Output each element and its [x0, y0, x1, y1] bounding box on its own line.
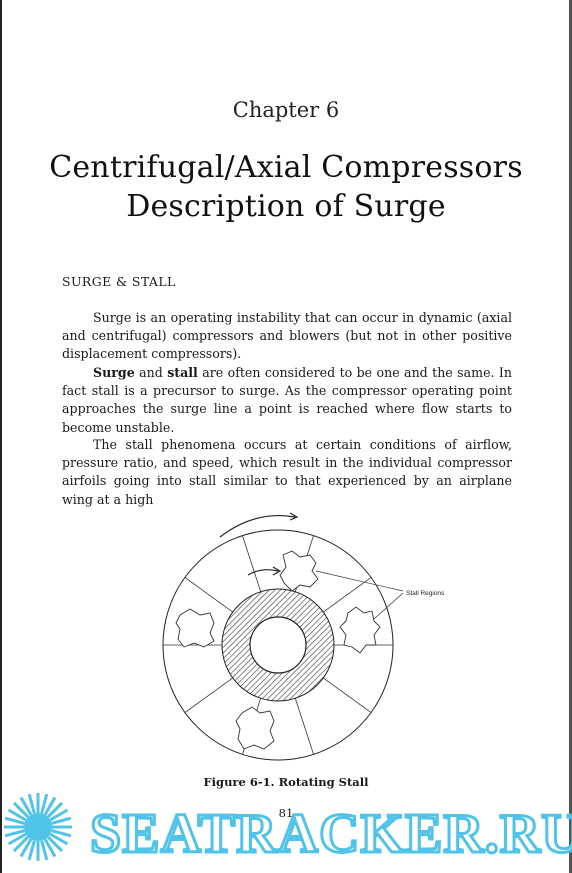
rotating-stall-figure: Stall Regions: [162, 512, 445, 761]
sun-ray: [46, 801, 64, 819]
stall-arrow: [247, 569, 279, 576]
chapter-title-line-1: Centrifugal/Axial Compressors: [49, 150, 523, 185]
sun-ray: [46, 835, 64, 853]
stall-cell-4: [235, 706, 275, 750]
sun-ray: [43, 796, 57, 816]
sun-ray: [27, 793, 36, 814]
sun-ray: [4, 816, 25, 825]
stall-cell-1: [279, 550, 319, 592]
stall-arrowhead: [272, 566, 282, 576]
sun-ray: [7, 808, 27, 822]
sun-ray: [12, 801, 30, 819]
sun-ray: [51, 816, 72, 825]
sun-ray: [40, 793, 49, 814]
watermark-text: SEATRACKER.RU: [90, 803, 572, 865]
paragraph-3: The stall phenomena occurs at certain co…: [62, 436, 512, 509]
paragraph-1-text: Surge is an operating instability that c…: [62, 310, 512, 362]
sun-ray: [19, 838, 33, 858]
rotation-arrow: [219, 514, 296, 538]
stall-regions-label: Stall Regions: [406, 590, 445, 597]
paragraph-2-text: Surge and stall are often considered to …: [62, 364, 512, 437]
watermark: SEATRACKER.RU: [4, 793, 572, 867]
rotation-arrowhead: [289, 512, 299, 521]
chapter-number: Chapter 6: [232, 98, 340, 122]
sun-core: [24, 813, 52, 841]
page-edge-right: [569, 0, 572, 873]
page-number: 81: [278, 806, 294, 820]
hub-inner-circle: [249, 616, 307, 674]
paragraph-2-rest: are often considered to be one and the s…: [62, 365, 513, 435]
blade-divider-line: [294, 698, 314, 755]
paragraph-3-text: The stall phenomena occurs at certain co…: [62, 437, 512, 507]
blade-divider-line: [323, 577, 372, 613]
stall-cell-2: [339, 606, 381, 654]
figure-caption: Figure 6-1. Rotating Stall: [203, 775, 369, 789]
blade-dividers: [163, 535, 393, 755]
sun-ray: [12, 835, 30, 853]
leader-line-upper: [315, 570, 404, 592]
sun-ray: [51, 829, 72, 838]
section-heading: SURGE & STALL: [62, 274, 176, 289]
blade-divider-line: [323, 677, 372, 713]
stall-cell-3: [175, 608, 215, 648]
blade-divider-line: [184, 677, 233, 713]
blade-divider-line: [242, 535, 262, 592]
chapter-title-line-2: Description of Surge: [126, 189, 446, 224]
sun-logo: [4, 793, 72, 861]
sun-ray: [27, 840, 36, 861]
sun-ray: [19, 796, 33, 816]
paragraph-1: Surge is an operating instability that c…: [62, 309, 512, 364]
term-surge: Surge: [93, 365, 135, 380]
sun-ray: [43, 838, 57, 858]
paragraph-2-and: and: [134, 365, 168, 380]
sun-ray: [4, 829, 25, 838]
term-stall: stall: [167, 365, 198, 380]
paragraph-2: Surge and stall are often considered to …: [62, 364, 512, 437]
leader-line-lower: [373, 592, 404, 620]
blade-divider-line: [184, 577, 233, 613]
sun-ray: [49, 832, 69, 846]
sun-ray: [49, 808, 69, 822]
sun-ray: [40, 840, 49, 861]
page-edge-left: [0, 0, 2, 873]
sun-ray: [7, 832, 27, 846]
